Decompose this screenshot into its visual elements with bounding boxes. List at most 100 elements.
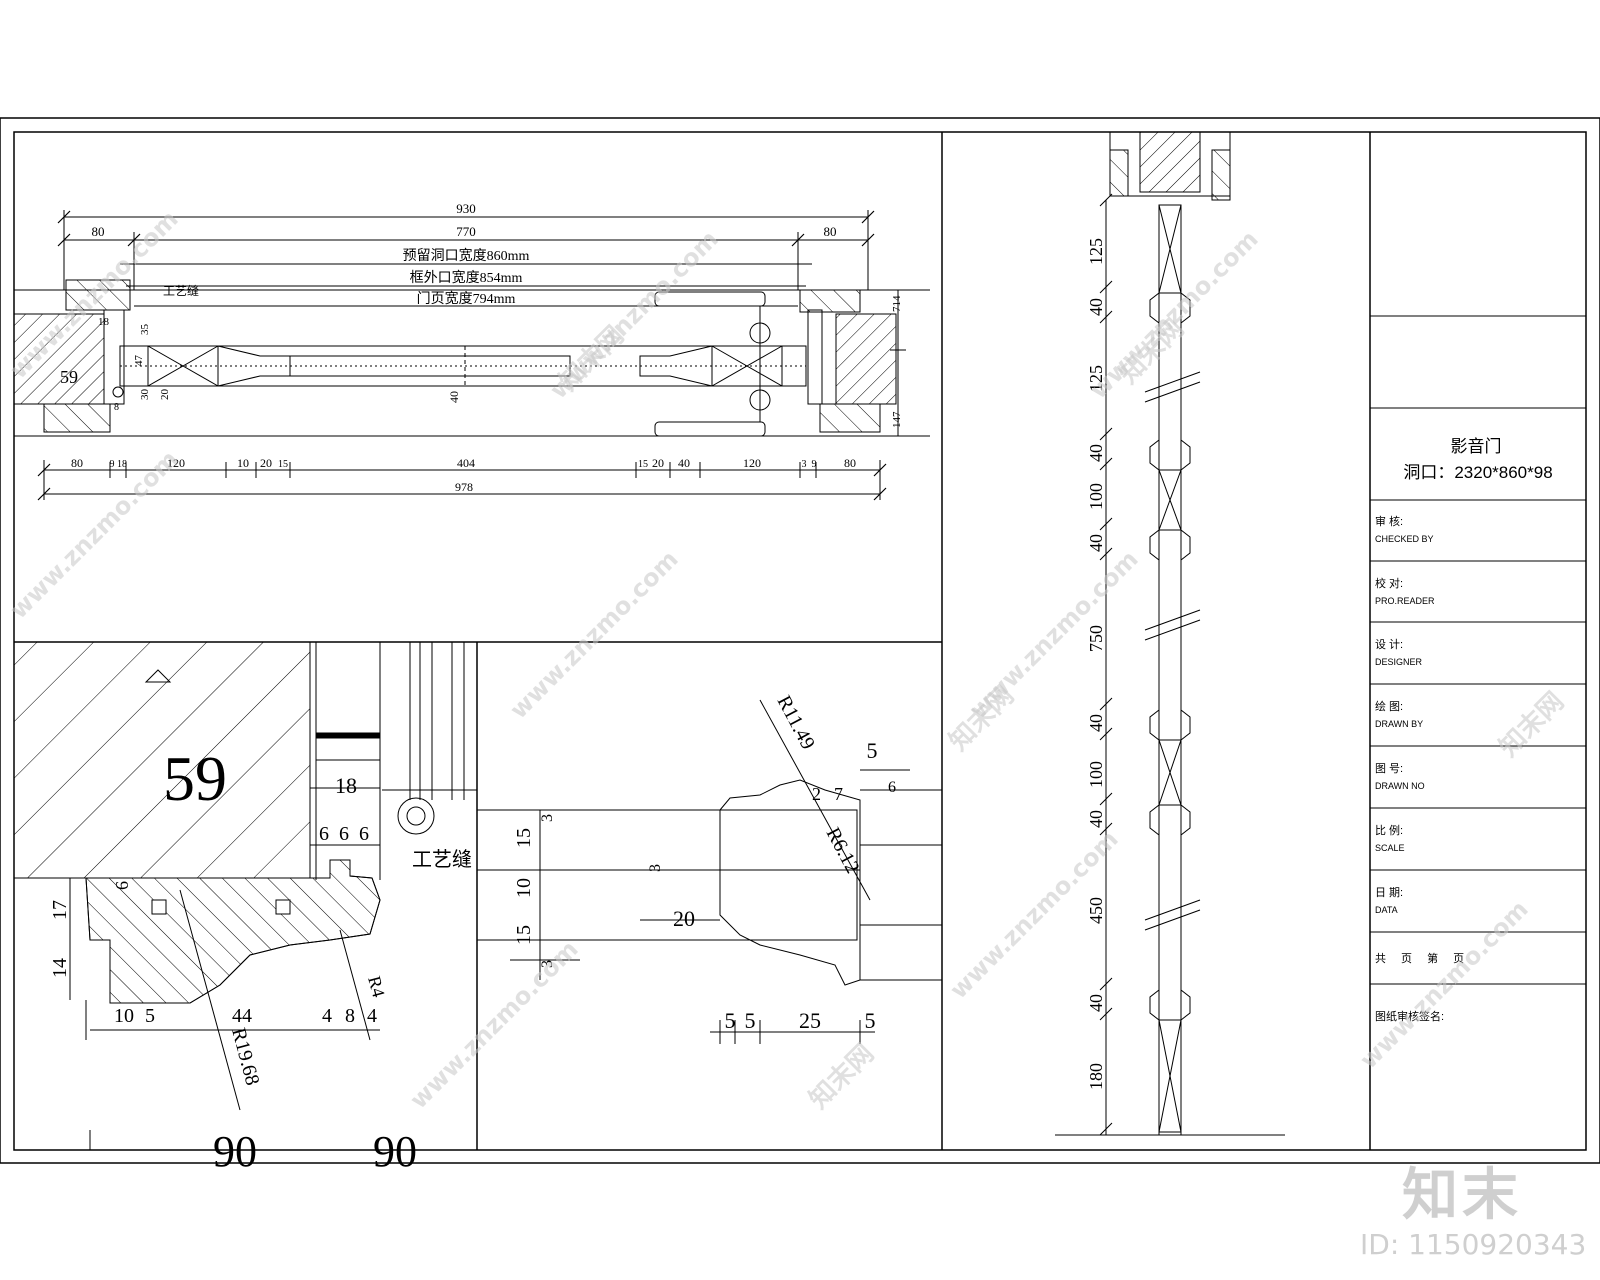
detail-b-20: 20 — [673, 906, 695, 931]
detail-b-3c: 3 — [647, 864, 664, 872]
detail-a-4b: 4 — [367, 1005, 377, 1027]
row-drawn-cn: 绘 图: — [1375, 699, 1403, 713]
bdim-4: 10 — [237, 456, 249, 470]
detail-a-90b: 90 — [373, 1127, 417, 1176]
bdim-1: 9 — [110, 459, 115, 470]
plan-view-text: 930 80 770 80 预留洞口宽度860mm 框外口宽度854mm 门页宽… — [60, 201, 903, 494]
section-view-text: 125 40 125 40 100 40 750 40 100 40 450 4… — [1086, 238, 1106, 1090]
detail-a-r4: R4 — [364, 974, 389, 999]
row-drawn-en: DRAWN BY — [1375, 719, 1423, 729]
bdim-10: 40 — [678, 456, 690, 470]
detail-a-14: 14 — [49, 958, 71, 978]
row-designer-cn: 设 计: — [1375, 638, 1403, 651]
row-scale-en: SCALE — [1375, 843, 1405, 853]
detail-b-3b: 3 — [539, 960, 556, 968]
note-frame: 框外口宽度854mm — [410, 269, 523, 286]
dim-overall: 930 — [456, 201, 476, 216]
row-date-cn: 日 期: — [1375, 886, 1403, 899]
watermark-brand-1: 知末网 — [554, 321, 630, 397]
label-59: 59 — [60, 367, 78, 387]
sec-dim-1: 40 — [1086, 298, 1106, 316]
detail-a-6c: 6 — [359, 823, 369, 845]
bottom-total: 978 — [455, 480, 473, 494]
bdim-7: 404 — [457, 456, 475, 470]
sec-dim-8: 100 — [1086, 761, 1106, 788]
detail-b-5top: 5 — [867, 738, 878, 763]
label-147: 147 — [891, 411, 903, 428]
watermark-brand-4: 知末网 — [804, 1039, 880, 1115]
sec-dim-11: 40 — [1086, 994, 1106, 1012]
sec-dim-9: 40 — [1086, 810, 1106, 828]
label-47: 47 — [133, 355, 145, 367]
row-signature: 图纸审核签名: — [1375, 1009, 1444, 1023]
bdim-9: 20 — [652, 456, 664, 470]
label-714: 714 — [891, 295, 903, 312]
watermark-site-4: www.znzmo.com — [4, 445, 183, 624]
watermark-site-8: www.znzmo.com — [404, 935, 583, 1114]
sec-dim-10: 450 — [1086, 897, 1106, 924]
label-20: 20 — [159, 389, 171, 401]
watermark-site-7: www.znzmo.com — [1354, 895, 1533, 1074]
detail-a — [13, 641, 477, 1150]
detail-a-90a: 90 — [213, 1127, 257, 1176]
bdim-13: 9 — [812, 459, 817, 470]
detail-a-44: 44 — [232, 1005, 252, 1027]
note-opening: 预留洞口宽度860mm — [403, 247, 530, 264]
id-label: ID: 1150920343 — [1360, 1228, 1587, 1261]
sec-dim-0: 125 — [1086, 238, 1106, 265]
sec-dim-7: 40 — [1086, 714, 1106, 732]
bdim-14: 80 — [844, 456, 856, 470]
row-reader-en: PRO.READER — [1375, 596, 1435, 606]
bdim-8: 15 — [638, 459, 648, 470]
row-drawno-cn: 图 号: — [1375, 762, 1403, 775]
label-18: 18 — [98, 316, 110, 328]
detail-a-gap: 工艺缝 — [412, 848, 472, 871]
title-block: 影音门 洞口：2320*860*98 审 核: CHECKED BY 校 对: … — [1370, 315, 1586, 1023]
bdim-11: 120 — [743, 456, 761, 470]
dim-left: 80 — [92, 224, 105, 239]
label-30: 30 — [139, 389, 151, 401]
row-designer-en: DESIGNER — [1375, 657, 1423, 667]
watermark-site-3: www.znzmo.com — [1084, 225, 1263, 404]
detail-a-6a: 6 — [319, 823, 329, 845]
plan-view — [13, 210, 930, 501]
detail-b-3a: 3 — [539, 814, 556, 822]
detail-a-r1968: R19.68 — [227, 1026, 263, 1088]
detail-b — [476, 699, 943, 1044]
note-leaf: 门页宽度794mm — [417, 290, 516, 307]
row-drawno-en: DRAWN NO — [1375, 781, 1425, 791]
bdim-12: 3 — [802, 459, 807, 470]
detail-b-6: 6 — [888, 779, 896, 796]
detail-a-59: 59 — [163, 743, 227, 814]
sec-dim-3: 40 — [1086, 444, 1106, 462]
detail-b-10: 10 — [513, 878, 535, 898]
sec-dim-5: 40 — [1086, 534, 1106, 552]
opening-size: 洞口：2320*860*98 — [1403, 463, 1552, 482]
section-view — [1055, 131, 1285, 1136]
project-name: 影音门 — [1451, 437, 1502, 456]
detail-a-6d: 6 — [112, 881, 132, 890]
row-date-en: DATA — [1375, 905, 1398, 915]
sec-dim-6: 750 — [1086, 625, 1106, 652]
detail-b-2: 2 — [812, 784, 821, 804]
bdim-5: 20 — [260, 456, 272, 470]
bdim-6: 15 — [278, 459, 288, 470]
sec-dim-4: 100 — [1086, 483, 1106, 510]
row-checked-en: CHECKED BY — [1375, 534, 1434, 544]
watermark-site-5: www.znzmo.com — [504, 545, 683, 724]
brand-logo: 知末 — [1402, 1163, 1522, 1228]
label-35: 35 — [139, 324, 151, 336]
detail-a-18: 18 — [335, 773, 357, 798]
sec-dim-2: 125 — [1086, 365, 1106, 392]
detail-a-17: 17 — [49, 900, 71, 920]
detail-b-7: 7 — [834, 784, 843, 804]
watermark-brand-5: 知末网 — [1494, 687, 1570, 763]
detail-a-5: 5 — [145, 1005, 155, 1027]
detail-a-6b: 6 — [339, 823, 349, 845]
row-checked-cn: 审 核: — [1375, 514, 1403, 528]
inner-border — [13, 131, 1587, 1151]
outer-border — [0, 117, 1600, 1164]
detail-b-b5a: 5 — [725, 1008, 736, 1033]
detail-b-b5c: 5 — [865, 1008, 876, 1033]
